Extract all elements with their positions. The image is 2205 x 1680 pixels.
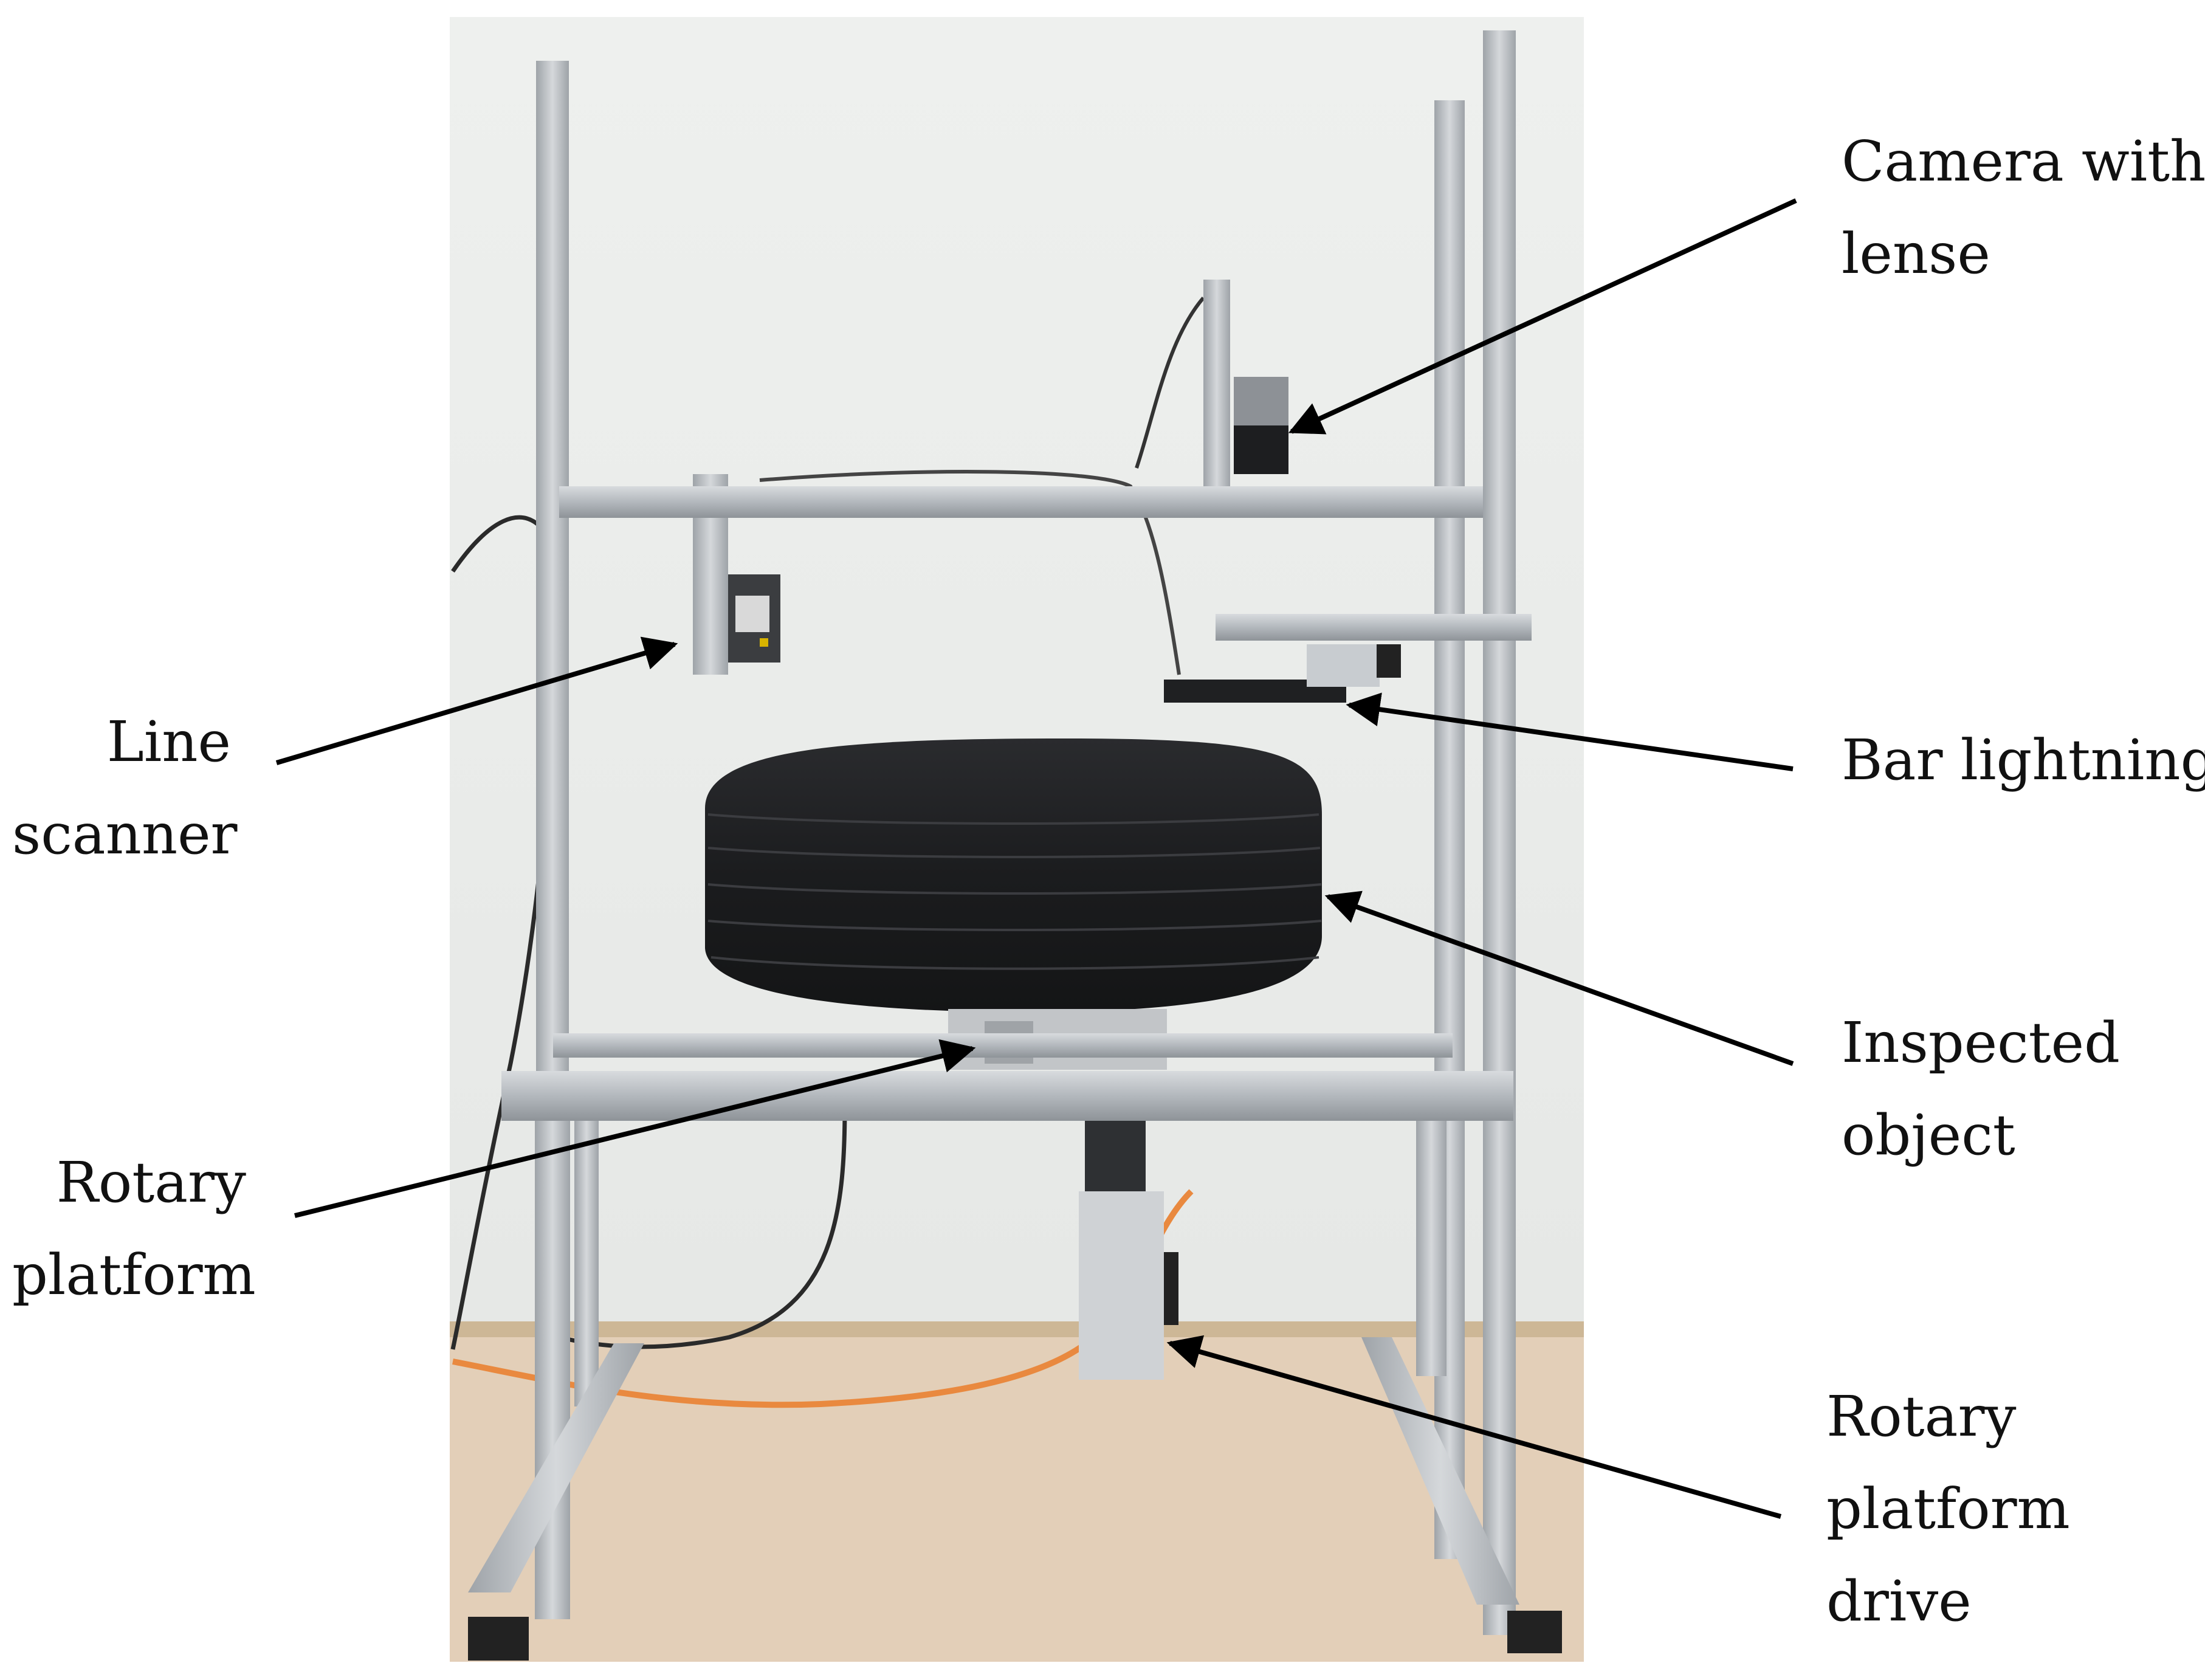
label-rotary-platform: Rotary platform — [12, 1150, 256, 1307]
callout-arrows — [275, 198, 1797, 1519]
light-cable — [759, 470, 1181, 675]
middle-crossbar-back — [553, 1033, 1453, 1058]
arrow-camera — [1288, 198, 1797, 435]
arrow-rotary-platform-drive — [1166, 1335, 1782, 1519]
photo — [450, 17, 1584, 1662]
camera-post — [1203, 280, 1230, 486]
left-foot — [468, 1343, 644, 1592]
arrow-bar-lightning — [1346, 692, 1794, 771]
lower-right-post — [1416, 1121, 1446, 1376]
top-crossbar — [559, 486, 1483, 518]
drive-shaft — [1085, 1121, 1146, 1194]
bar-light-mount — [1307, 644, 1380, 687]
scanner-led — [760, 638, 768, 647]
bar-light-box — [1377, 644, 1401, 678]
drive-connector — [1164, 1252, 1178, 1325]
baseboard — [450, 1321, 1584, 1337]
right-foot-cap — [1507, 1611, 1562, 1653]
lower-left-post-2 — [574, 1121, 599, 1406]
left-foot-cap — [468, 1617, 529, 1661]
scanner-face — [735, 596, 769, 632]
drive-motor — [1079, 1191, 1164, 1380]
lower-left-post — [535, 1121, 570, 1619]
arrow-line-scanner — [275, 636, 678, 765]
label-rotary-platform-drive: Rotary platform drive — [1826, 1384, 2070, 1634]
arrow-inspected-object — [1324, 890, 1794, 1066]
black-cable-2 — [559, 1106, 847, 1349]
tire — [705, 738, 1322, 1013]
right-foot — [1361, 1337, 1519, 1605]
camera-cable — [1135, 297, 1205, 469]
label-camera-with-lense: Camera with lense — [1842, 129, 2205, 286]
label-line-scanner: Line scanner — [12, 709, 238, 867]
camera-lens — [1234, 425, 1288, 474]
light-arm — [1216, 614, 1532, 641]
middle-crossbar — [501, 1071, 1513, 1121]
tire-treads — [707, 813, 1322, 970]
right-post-outer — [1483, 30, 1516, 1635]
arrow-rotary-platform — [294, 1039, 976, 1218]
label-bar-lightning: Bar lightning — [1842, 728, 2205, 793]
label-inspected-object: Inspected object — [1842, 1010, 2120, 1168]
